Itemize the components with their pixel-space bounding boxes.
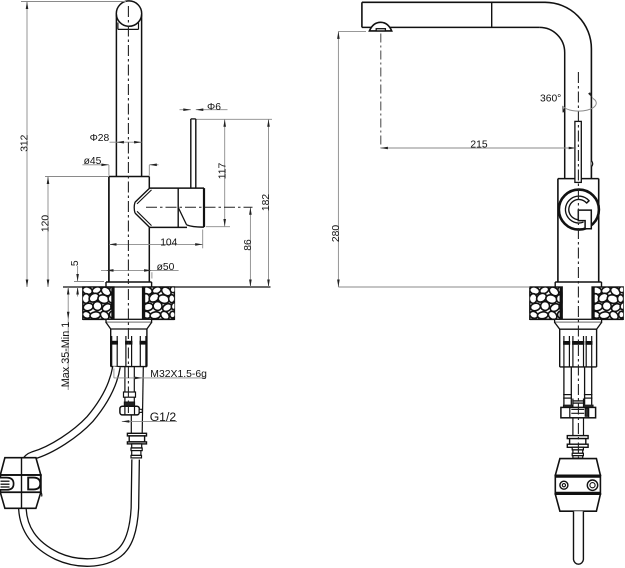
svg-text:104: 104 [160,237,177,248]
svg-text:280: 280 [331,225,342,242]
svg-text:ø50: ø50 [157,262,175,273]
svg-text:360°: 360° [540,94,561,105]
svg-text:Max 35-Min 1: Max 35-Min 1 [60,322,72,387]
svg-text:Φ6: Φ6 [207,102,221,113]
svg-text:182: 182 [261,194,272,211]
svg-text:ø45: ø45 [84,156,102,167]
svg-text:117: 117 [217,163,228,180]
svg-text:120: 120 [41,215,52,232]
svg-text:312: 312 [20,134,31,151]
svg-text:215: 215 [470,140,487,151]
svg-text:M32X1.5-6g: M32X1.5-6g [150,369,207,380]
svg-text:86: 86 [243,239,254,251]
svg-text:G1/2: G1/2 [150,410,177,424]
svg-text:5: 5 [70,260,81,266]
svg-text:Φ28: Φ28 [90,133,110,144]
